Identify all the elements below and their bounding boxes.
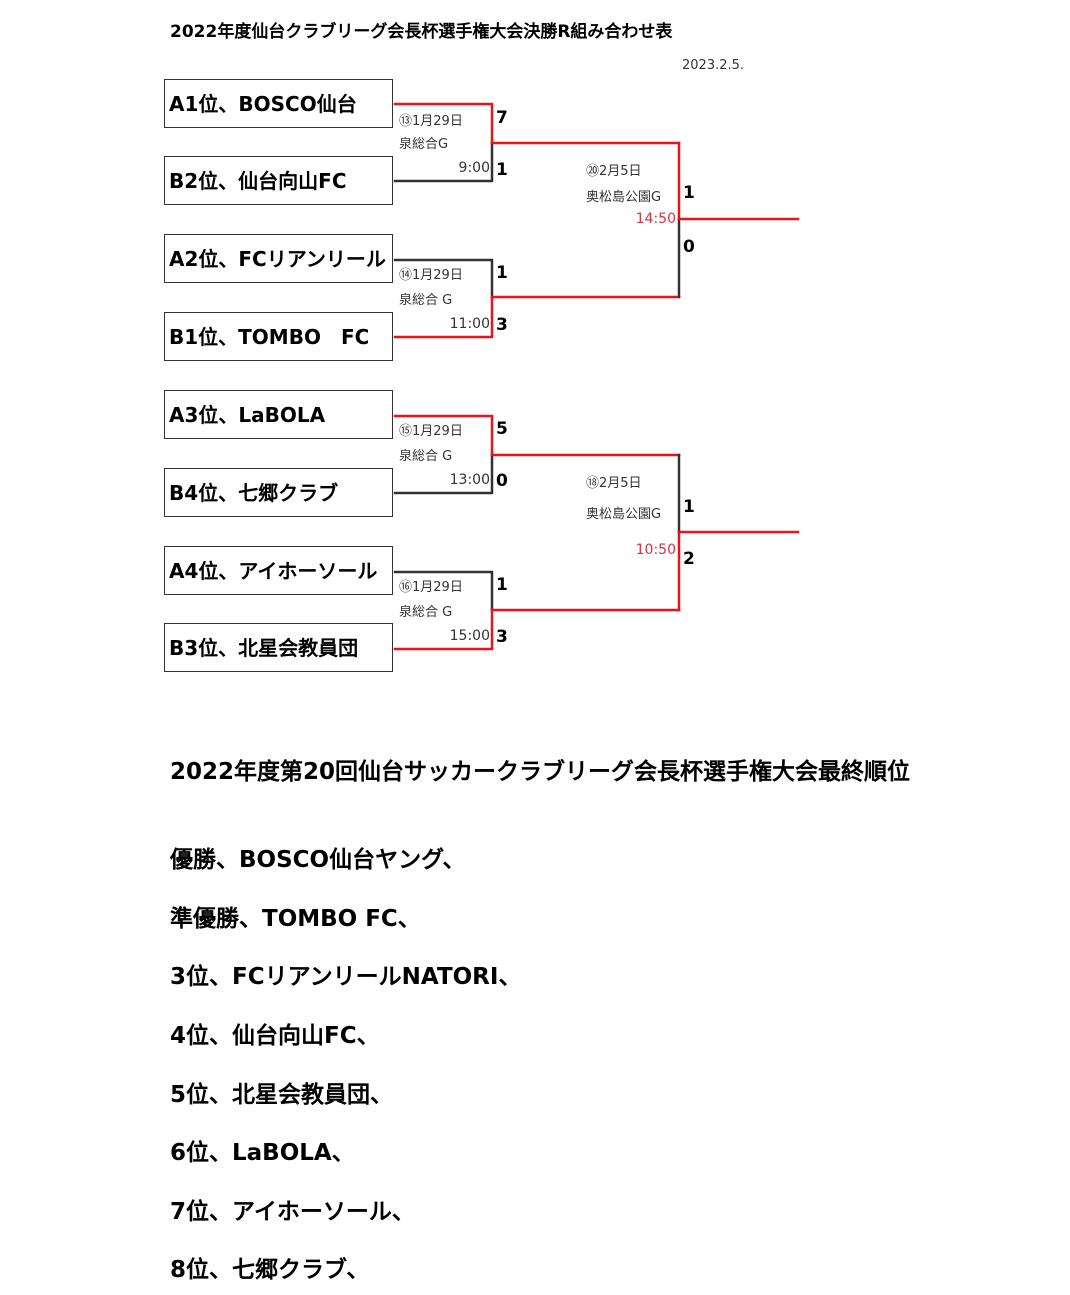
score-top: 1 (496, 263, 508, 283)
line-loser-m14 (393, 258, 494, 299)
match-venue: 泉総合 G (399, 449, 453, 464)
match-date: ⑭1月29日 (399, 268, 463, 283)
team-box: B1位、TOMBO FC (164, 312, 393, 361)
score-top: 5 (496, 419, 508, 439)
match-venue: 泉総合 G (399, 293, 453, 308)
line-winner-m16 (393, 608, 494, 651)
score-top: 1 (683, 497, 695, 517)
score-top: 1 (683, 183, 695, 203)
line-winner-m14 (393, 295, 494, 339)
standing-item: 7位、アイホーソール、 (170, 1199, 415, 1225)
score-bottom: 3 (496, 627, 508, 647)
bracket-lines (393, 102, 800, 651)
line-loser-m13 (393, 141, 494, 183)
line-winner-m15 (393, 414, 494, 457)
match-date: ⑬1月29日 (399, 114, 463, 129)
standing-item: 3位、FCリアンリールNATORI、 (170, 964, 522, 990)
line-loser-m15 (393, 453, 494, 495)
team-box: A3位、LaBOLA (164, 390, 393, 439)
standing-item: 優勝、BOSCO仙台ヤング、 (170, 847, 466, 873)
match-date: ⑯1月29日 (399, 580, 463, 595)
standings-title: 2022年度第20回仙台サッカークラブリーグ会長杯選手権大会最終順位 (170, 759, 911, 785)
final-venue: 奥松島公園G (586, 190, 662, 205)
match-venue: 泉総合 G (399, 605, 453, 620)
team-box: B2位、仙台向山FC (164, 156, 393, 205)
match-time: 9:00 (458, 160, 490, 176)
bracket-title: 2022年度仙台クラブリーグ会長杯選手権大会決勝R組み合わせ表 (170, 22, 673, 42)
match-time: 15:00 (449, 628, 490, 644)
team-box: A4位、アイホーソール (164, 546, 393, 595)
score-top: 1 (496, 575, 508, 595)
team-box: A2位、FCリアンリール (164, 234, 393, 283)
final-venue: 奥松島公園G (586, 507, 662, 522)
standing-item: 5位、北星会教員団、 (170, 1082, 394, 1108)
team-box: B4位、七郷クラブ (164, 468, 393, 517)
match-venue: 泉総合G (399, 137, 449, 152)
standing-item: 8位、七郷クラブ、 (170, 1257, 370, 1283)
score-bottom: 0 (683, 237, 695, 257)
final-date: ⑳2月5日 (586, 164, 642, 179)
final-time: 14:50 (635, 211, 676, 227)
team-box: A1位、BOSCO仙台 (164, 79, 393, 128)
score-bottom: 0 (496, 471, 508, 491)
standing-item: 6位、LaBOLA、 (170, 1140, 355, 1166)
team-box: B3位、北星会教員団 (164, 623, 393, 672)
final-date: ⑱2月5日 (586, 476, 642, 491)
final-time: 10:50 (635, 542, 676, 558)
line-loser-m16 (393, 570, 494, 612)
score-bottom: 2 (683, 549, 695, 569)
match-time: 11:00 (449, 316, 490, 332)
match-date: ⑮1月29日 (399, 424, 463, 439)
score-bottom: 3 (496, 315, 508, 335)
score-top: 7 (496, 108, 508, 128)
match-time: 13:00 (449, 472, 490, 488)
line-winner-m13 (393, 102, 494, 145)
standing-item: 4位、仙台向山FC、 (170, 1023, 380, 1049)
standing-item: 準優勝、TOMBO FC、 (170, 906, 421, 932)
document-date: 2023.2.5. (682, 58, 745, 73)
score-bottom: 1 (496, 160, 508, 180)
